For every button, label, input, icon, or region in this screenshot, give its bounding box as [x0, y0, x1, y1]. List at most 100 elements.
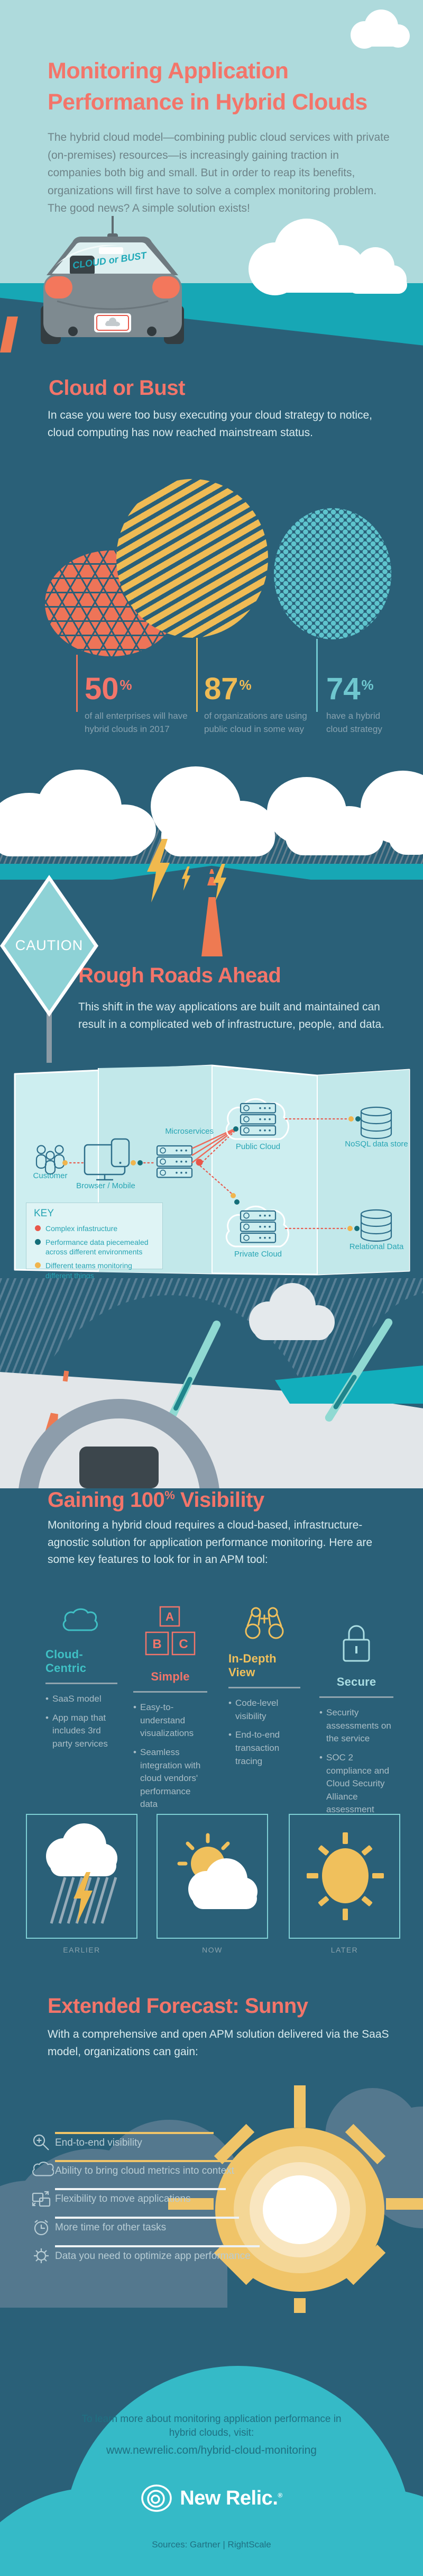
key-item-label: Different teams monitoring different thi… — [45, 1261, 132, 1280]
registered-mark: ® — [278, 2491, 282, 2499]
caution-sign-text: CAUTION — [15, 937, 84, 953]
alarm-clock-icon — [34, 2220, 49, 2236]
timeline-label-now: NOW — [202, 1946, 223, 1954]
svg-text:B: B — [152, 1637, 161, 1651]
feature-bullet: SOC 2 compliance and Cloud Security Alli… — [319, 1751, 393, 1816]
stripe-pattern-circle — [116, 479, 268, 638]
footer-cloud — [0, 2366, 423, 2576]
svg-text:A: A — [165, 1610, 174, 1623]
cloud-icon — [351, 10, 410, 49]
clouds-right — [249, 219, 407, 295]
key-item-label: Performance data piecemealed across diff… — [45, 1238, 149, 1257]
footer-cta: To learn more about monitoring applicati… — [81, 2414, 342, 2438]
stat-block: 87% of organizations are using public cl… — [204, 674, 312, 736]
public-cloud-label: Public Cloud — [236, 1142, 280, 1151]
feature-bullet: Code-level visibility — [228, 1697, 300, 1723]
feature-bullet: App map that includes 3rd party services — [45, 1712, 117, 1751]
stat-caption: of all enterprises will have hybrid clou… — [85, 711, 188, 734]
hero-intro: The hybrid cloud model—combining public … — [48, 131, 390, 215]
move-apps-icon — [32, 2191, 51, 2207]
partly-sunny-icon — [177, 1833, 258, 1909]
gain-label: End-to-end visibility — [55, 2137, 142, 2148]
weather-timeline: EARLIER NOW LATER — [0, 1814, 423, 1990]
hero-section: Monitoring Application Performance in Hy… — [0, 0, 423, 283]
stat-stem — [196, 638, 198, 712]
nosql-label: NoSQL data store — [345, 1140, 408, 1149]
gain-underline — [55, 2245, 260, 2247]
sun-ray — [386, 2198, 423, 2210]
stat-caption: have a hybrid cloud strategy — [326, 711, 382, 734]
windshield-scene — [0, 1278, 423, 1488]
visibility-section: Gaining 100% Visibility Monitoring a hyb… — [0, 1488, 423, 1599]
app-server-icon — [156, 1145, 193, 1178]
weather-box-now — [157, 1814, 268, 1939]
search-plus-icon — [33, 2134, 49, 2150]
storm-icon — [46, 1823, 117, 1924]
dot-pattern-circle — [274, 508, 391, 639]
feature-bullet: SaaS model — [45, 1693, 117, 1706]
car-taillight — [152, 276, 180, 299]
gain-underline — [55, 2132, 214, 2134]
timeline-label-later: LATER — [330, 1946, 358, 1954]
lightning-bolts — [147, 839, 227, 902]
car-headrest — [70, 256, 95, 276]
footer-url[interactable]: www.newrelic.com/hybrid-cloud-monitoring — [106, 2444, 317, 2456]
stat-unit: % — [239, 677, 252, 693]
nosql-database-icon — [360, 1106, 392, 1140]
forecast-section: Extended Forecast: Sunny With a comprehe… — [0, 1990, 423, 2064]
stat-block: 74% have a hybrid cloud strategy — [326, 674, 395, 736]
stat-unit: % — [361, 677, 374, 693]
lightning-icon — [73, 1872, 93, 1923]
timeline-label-earlier: EARLIER — [63, 1946, 100, 1954]
feature-bullet: End-to-end transaction tracing — [228, 1729, 300, 1768]
cloud-icon — [62, 1608, 98, 1631]
feature-title: Cloud-Centric — [45, 1648, 87, 1675]
microservices-label: Microservices — [165, 1127, 214, 1136]
forecast-heading: Extended Forecast: Sunny — [48, 1994, 308, 2018]
steering-wheel-pad — [79, 1447, 159, 1488]
car-illustration: CLOUD or BUST — [41, 216, 184, 344]
public-cloud-outline — [225, 1098, 289, 1140]
visibility-heading: Gaining 100% Visibility — [48, 1488, 264, 1512]
svg-text:C: C — [179, 1637, 188, 1651]
rough-roads-body: This shift in the way applications are b… — [78, 1001, 384, 1031]
stat-value: 74 — [326, 672, 361, 706]
relational-database-icon — [360, 1209, 392, 1242]
plate-cloud-icon — [105, 318, 120, 327]
brand-name: New Relic — [180, 2487, 273, 2509]
features-section: Cloud-Centric SaaS model App map that in… — [0, 1599, 423, 1814]
key-dot-yellow — [35, 1262, 41, 1269]
lightning-icon — [147, 839, 170, 902]
stat-unit: % — [119, 677, 132, 693]
sun-ray — [294, 2085, 306, 2128]
feature-bullet: Seamless integration with cloud vendors'… — [133, 1746, 207, 1811]
stat-block: 50% of all enterprises will have hybrid … — [85, 674, 190, 736]
stat-stem — [76, 655, 78, 712]
newrelic-logo: New Relic.® — [0, 2482, 423, 2514]
divider — [133, 1691, 207, 1693]
browser-label: Browser / Mobile — [76, 1181, 135, 1190]
sun-icon — [307, 1832, 384, 1920]
private-cloud-outline — [225, 1205, 289, 1248]
visibility-body: Monitoring a hybrid cloud requires a clo… — [48, 1519, 372, 1566]
key-item-label: Complex infastructure — [45, 1224, 118, 1233]
center-line-dash — [207, 877, 216, 885]
map-key: KEY Complex infastructure Performance da… — [26, 1203, 163, 1280]
feature-simple: A B C Simple Easy-to-understand visualiz… — [133, 1599, 207, 1817]
rough-roads-heading: Rough Roads Ahead — [78, 964, 281, 987]
caution-sign-post — [47, 1013, 52, 1063]
feature-secure: Secure Security assessments on the servi… — [319, 1599, 393, 1822]
complex-infrastructure-dot — [196, 1159, 203, 1166]
mobile-phone-icon — [111, 1138, 130, 1168]
forecast-body: With a comprehensive and open APM soluti… — [48, 2028, 389, 2058]
divider — [319, 1696, 393, 1698]
storm-section: Rough Roads Ahead This shift in the way … — [0, 818, 423, 1063]
center-line-dash — [209, 869, 214, 874]
feature-cloud-centric: Cloud-Centric SaaS model App map that in… — [45, 1599, 117, 1757]
gain-underline — [55, 2188, 226, 2190]
footer-section: To learn more about monitoring applicati… — [0, 2313, 423, 2576]
lock-icon — [343, 1625, 370, 1662]
gains-section: End-to-end visibility Ability to bring c… — [0, 2064, 423, 2329]
private-cloud-label: Private Cloud — [234, 1250, 282, 1259]
cloud-icon — [249, 1283, 335, 1340]
